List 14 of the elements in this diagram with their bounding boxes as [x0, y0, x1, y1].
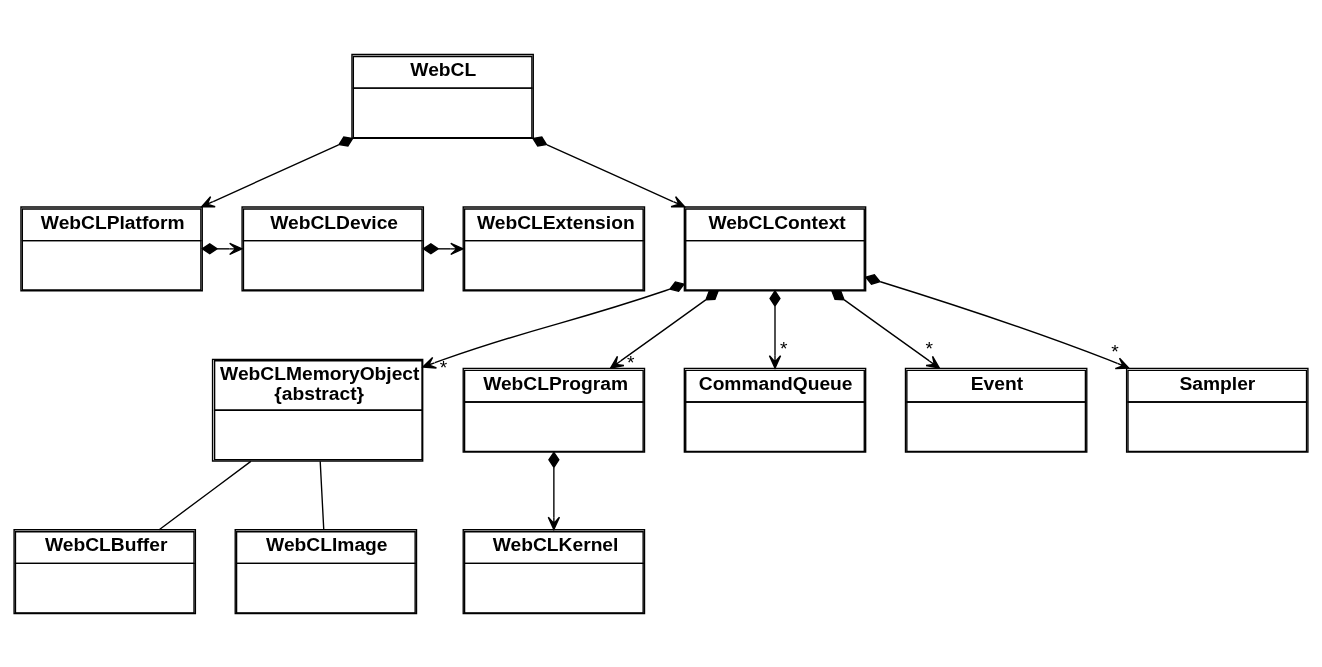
- connector: [158, 460, 252, 530]
- arrow: [201, 242, 243, 255]
- edge-label: *: [439, 356, 448, 378]
- arrow: [609, 289, 720, 369]
- edge-label: *: [925, 337, 934, 359]
- edge-label: *: [779, 337, 788, 359]
- arrow: [547, 450, 561, 530]
- edge-label: *: [1111, 340, 1119, 362]
- connector: [319, 460, 325, 530]
- arrow: [768, 289, 782, 369]
- arrow: [830, 289, 941, 369]
- arrow: [422, 280, 686, 369]
- arrow: [864, 273, 1130, 369]
- arrow: [422, 242, 464, 255]
